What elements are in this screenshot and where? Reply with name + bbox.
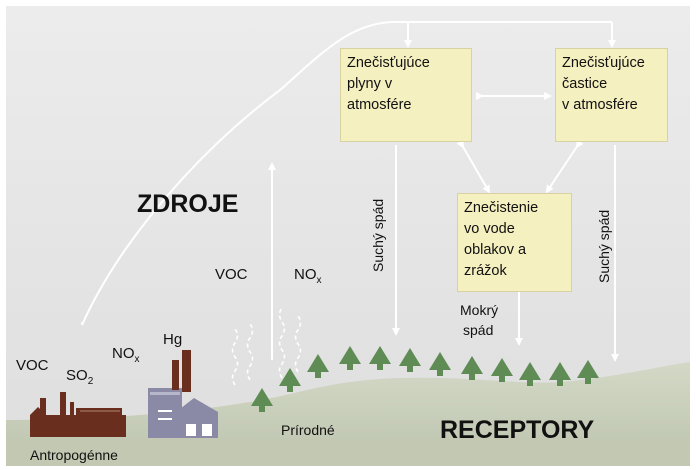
box-line: Znečistenie	[464, 200, 539, 216]
label-hg: Hg	[163, 331, 183, 348]
label-wet-fall-1: Mokrý	[460, 302, 499, 318]
label-nox-factory: NOx	[112, 345, 140, 365]
label-voc-factory: VOC	[16, 357, 49, 374]
nox-subscript: x	[134, 354, 140, 365]
box-line: Znečisťujúce	[347, 55, 430, 71]
tree	[429, 352, 451, 376]
box-polluting-gases: Znečisťujúce plyny v atmosfére	[340, 48, 472, 142]
label-voc-natural: VOC	[215, 266, 248, 283]
tree	[339, 346, 361, 370]
box-water-pollution: Znečistenie vo vode oblakov a zrážok	[457, 193, 572, 292]
arrow-particles-water	[545, 139, 584, 194]
so2-text: SO	[66, 367, 88, 384]
box-line: plyny v	[347, 76, 393, 92]
voc-wave-1	[231, 328, 239, 386]
box-line: oblakov a	[464, 242, 527, 258]
box-line: zrážok	[464, 263, 507, 279]
tree	[577, 360, 599, 384]
label-anthropogenic: Antropogénne	[30, 447, 118, 463]
box-polluting-particles: Znečisťujúce častice v atmosfére	[555, 48, 668, 142]
ground-strip	[6, 438, 690, 466]
power-plant	[148, 350, 218, 438]
nox-text: NO	[112, 345, 135, 362]
tree	[549, 362, 571, 386]
tree	[251, 388, 273, 412]
title-sources: ZDROJE	[137, 190, 239, 218]
nox-natural-text: NO	[294, 266, 317, 283]
voc-wave-2	[246, 323, 254, 381]
label-natural: Prírodné	[281, 422, 335, 438]
tree	[461, 356, 483, 380]
label-dry-fall-2: Suchý spád	[596, 209, 612, 283]
factory	[30, 392, 126, 437]
box-line: v atmosfére	[562, 97, 638, 113]
tree	[491, 358, 513, 382]
box-line: vo vode	[464, 221, 515, 237]
source-arc-arrow	[81, 21, 612, 326]
trees	[251, 346, 599, 412]
nox-wave-2	[294, 315, 302, 373]
tree	[399, 348, 421, 372]
nox-wave-1	[278, 307, 286, 379]
title-receptors: RECEPTORY	[440, 416, 595, 444]
tree	[279, 368, 301, 392]
label-dry-fall-1: Suchý spád	[370, 198, 386, 272]
box-line: atmosfére	[347, 97, 412, 113]
box-line: Znečisťujúce	[562, 55, 645, 71]
arrow-gases-water	[456, 139, 491, 194]
box-line: častice	[562, 76, 608, 92]
label-nox-natural: NOx	[294, 266, 322, 286]
label-so2: SO2	[66, 367, 93, 387]
tree	[307, 354, 329, 378]
so2-subscript: 2	[87, 376, 94, 387]
label-wet-fall-2: spád	[463, 322, 494, 338]
tree	[519, 362, 541, 386]
tree	[369, 346, 391, 370]
nox-natural-subscript: x	[316, 275, 322, 286]
